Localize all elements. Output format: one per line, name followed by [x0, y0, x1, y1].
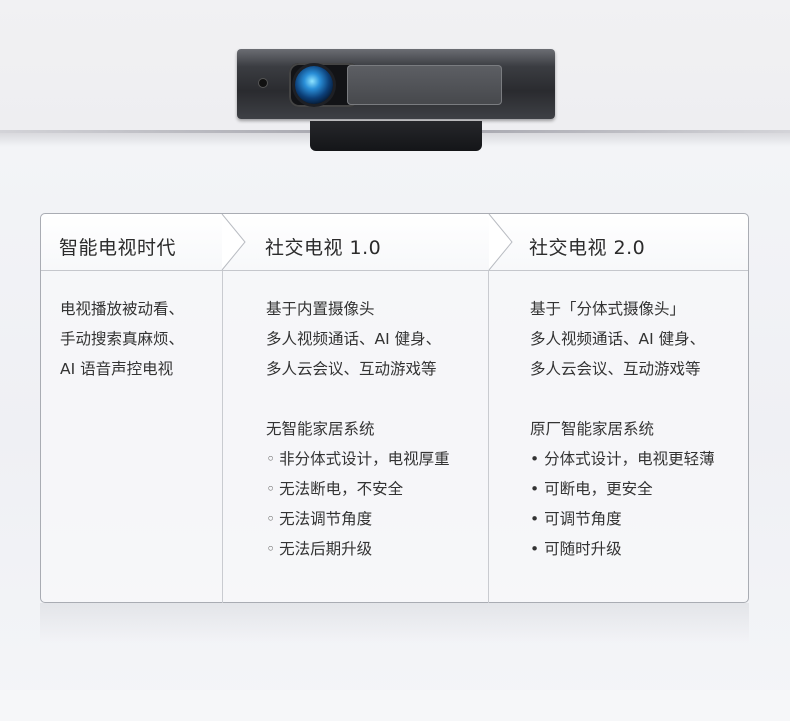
- camera-lens-icon: [295, 66, 333, 104]
- camera-sensor-window: [347, 65, 502, 105]
- column-1-content: 电视播放被动看、 手动搜索真麻烦、 AI 语音声控电视: [60, 294, 184, 384]
- comparison-table: 智能电视时代 社交电视 1.0 社交电视 2.0 电视播放被动看、 手动搜索真麻…: [40, 213, 749, 603]
- group-heading: 原厂智能家居系统: [530, 420, 655, 438]
- feature-line: 电视播放被动看、: [60, 300, 185, 318]
- feature-line: 基于内置摄像头: [266, 300, 375, 318]
- bullet-item: 无法后期升级: [266, 534, 450, 564]
- feature-line: 多人云会议、互动游戏等: [266, 360, 437, 378]
- column-title-social-tv-2: 社交电视 2.0: [529, 237, 646, 259]
- bullet-item: 非分体式设计，电视厚重: [266, 444, 450, 474]
- camera-stand: [310, 121, 482, 151]
- feature-line: 基于「分体式摄像头」: [530, 300, 686, 318]
- chevron-right-icon: [488, 214, 513, 271]
- column-title-social-tv-1: 社交电视 1.0: [265, 237, 382, 259]
- camera-product-image: [237, 49, 555, 121]
- column-divider: [488, 271, 489, 603]
- chevron-right-icon: [221, 214, 246, 271]
- bullet-item: 可断电，更安全: [530, 474, 715, 504]
- feature-line: 多人视频通话、AI 健身、: [266, 330, 442, 348]
- column-divider: [222, 271, 223, 603]
- feature-line: 多人云会议、互动游戏等: [530, 360, 701, 378]
- bullet-item: 无法调节角度: [266, 504, 450, 534]
- floor: [0, 690, 790, 721]
- column-2-content: 基于内置摄像头 多人视频通话、AI 健身、 多人云会议、互动游戏等 无智能家居系…: [266, 294, 450, 564]
- column-title-smart-tv: 智能电视时代: [59, 237, 177, 259]
- microphone-hole-icon: [259, 79, 267, 87]
- bullet-item: 无法断电，不安全: [266, 474, 450, 504]
- table-reflection: [40, 603, 749, 643]
- feature-line: 多人视频通话、AI 健身、: [530, 330, 706, 348]
- bullet-item: 可调节角度: [530, 504, 715, 534]
- feature-line: 手动搜索真麻烦、: [60, 330, 185, 348]
- bullet-item: 分体式设计，电视更轻薄: [530, 444, 715, 474]
- column-3-content: 基于「分体式摄像头」 多人视频通话、AI 健身、 多人云会议、互动游戏等 原厂智…: [530, 294, 715, 564]
- table-header: [41, 214, 748, 271]
- group-heading: 无智能家居系统: [266, 420, 375, 438]
- bullet-item: 可随时升级: [530, 534, 715, 564]
- feature-line: AI 语音声控电视: [60, 360, 174, 378]
